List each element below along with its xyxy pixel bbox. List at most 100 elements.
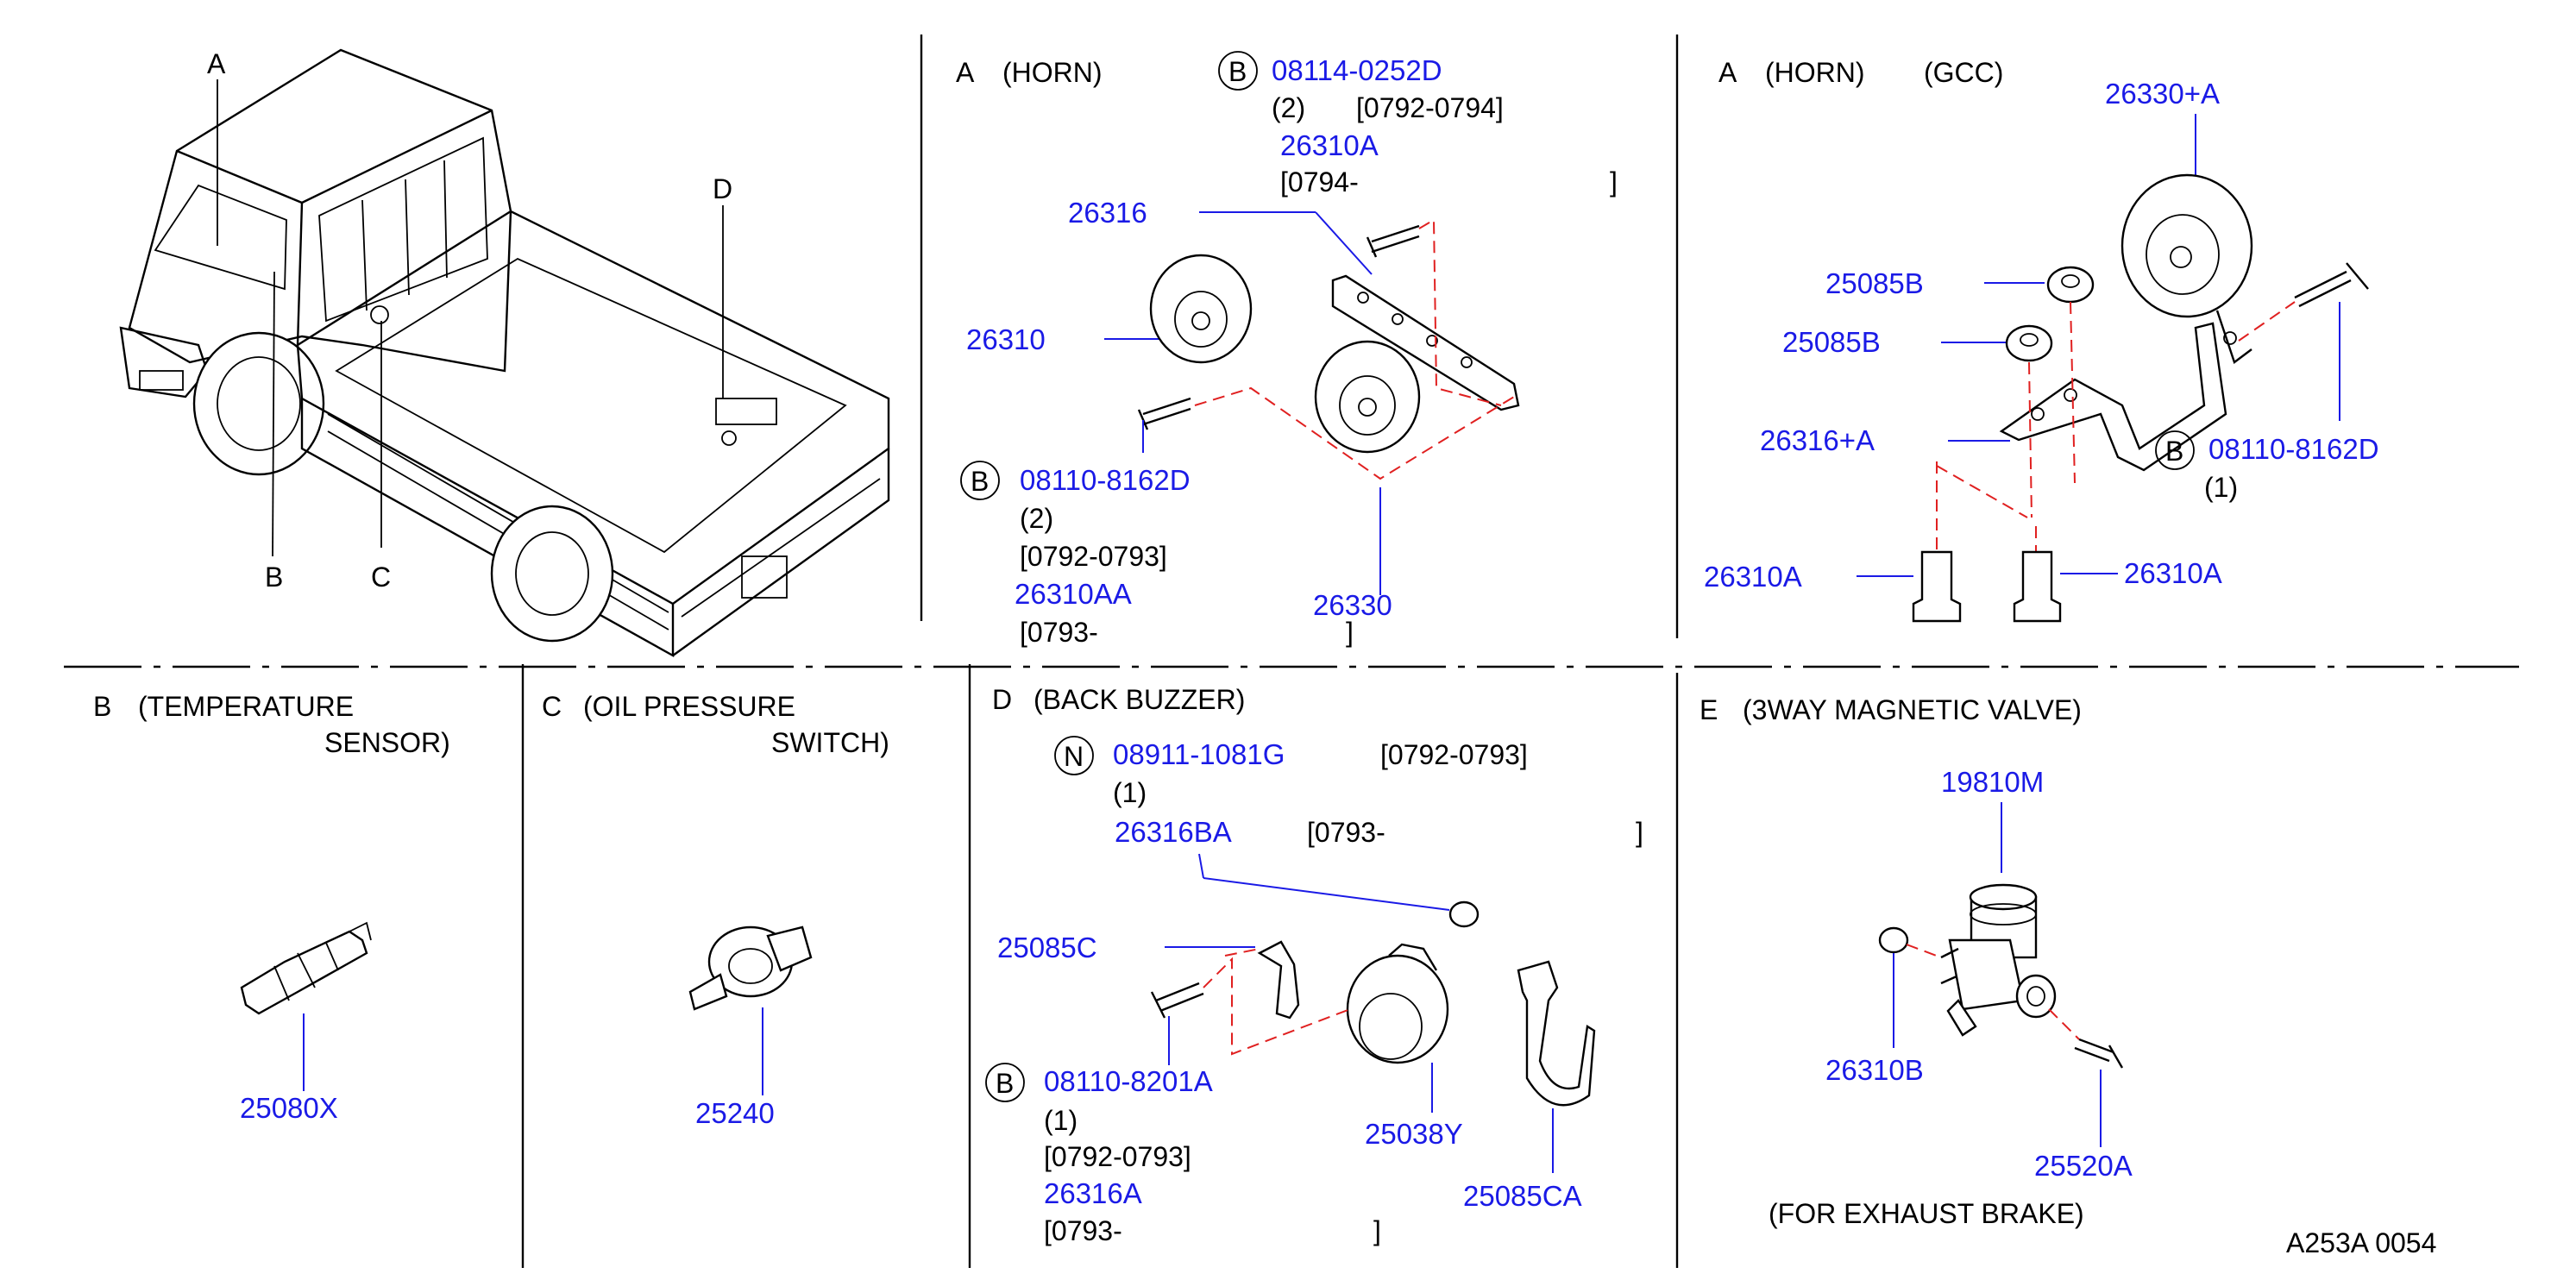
panel-oil-switch: C (OIL PRESSURE SWITCH) 25240 (542, 691, 889, 1129)
callout-B: B (265, 562, 283, 593)
panel-back-buzzer: D (BACK BUZZER) N 08911-1081G [0792-0793… (985, 684, 1643, 1246)
callout-D: D (713, 173, 732, 204)
temp-sensor-drawing (240, 930, 368, 1015)
gcc-b-qty: (1) (2204, 472, 2238, 503)
horn-title-letter: A (956, 57, 975, 88)
horn-bolt-left (1137, 397, 1191, 430)
buzzer-26316BA-close: ] (1636, 817, 1643, 848)
horn-b2-qty: (2) (1020, 503, 1053, 534)
gcc-bolt (2294, 262, 2369, 308)
oil-title-letter: C (542, 691, 562, 722)
buzzer-n-qty: (1) (1113, 777, 1147, 808)
buzzer-title-letter: D (992, 684, 1012, 715)
gcc-part-25085B-2: 25085B (1782, 326, 1881, 358)
horn-26310AA-range: [0793- (1020, 617, 1098, 648)
horn-part-26316: 26316 (1068, 197, 1147, 229)
buzzer-part-26316A: 26316A (1044, 1177, 1142, 1209)
truck-overview-drawing (119, 48, 890, 658)
buzzer-b-code: 08110-8201A (1044, 1065, 1213, 1097)
buzzer-26316A-range: [0793- (1044, 1215, 1122, 1246)
buzzer-part-25085CA: 25085CA (1463, 1180, 1582, 1212)
buzzer-26316BA-range: [0793- (1307, 817, 1385, 848)
valve-part-26310B: 26310B (1825, 1054, 1924, 1086)
buzzer-n-range: [0792-0793] (1380, 739, 1528, 770)
gcc-bottom-bolt-left (1912, 550, 1962, 623)
gcc-nut-2 (2005, 324, 2053, 362)
horn-26310AA-close: ] (1346, 617, 1354, 648)
horn-part-26310A: 26310A (1280, 129, 1379, 161)
buzzer-bolt (1150, 982, 1204, 1019)
horn-b1-symbol-circle (1218, 51, 1258, 91)
valve-bolt (2074, 1038, 2124, 1069)
valve-part-25520A: 25520A (2034, 1150, 2133, 1182)
oil-title-line1: (OIL PRESSURE (583, 691, 795, 722)
buzzer-b-qty: (1) (1044, 1105, 1078, 1136)
valve-note: (FOR EXHAUST BRAKE) (1769, 1198, 2084, 1229)
buzzer-n-symbol-circle (1054, 736, 1094, 775)
callout-C: C (371, 562, 391, 593)
gcc-nut-1 (2046, 266, 2095, 304)
horn-part-26330: 26330 (1313, 589, 1392, 621)
valve-part-19810M: 19810M (1941, 766, 2044, 798)
horn-part-26310AA: 26310AA (1015, 578, 1132, 610)
gcc-b-symbol-circle (2155, 430, 2195, 470)
valve-title-letter: E (1700, 694, 1718, 725)
horn-b1-qty: (2) (1272, 92, 1305, 123)
panel-temp-sensor: B (TEMPERATURE SENSOR) 25080X (93, 691, 450, 1124)
panel-horn: A (HORN) B 08114-0252D (2) [0792-0794] 2… (956, 51, 1618, 648)
horn-left (1149, 254, 1253, 364)
temp-part-25080X: 25080X (240, 1092, 338, 1124)
buzzer-n-code: 08911-1081G (1113, 738, 1285, 770)
horn-b1-code: 08114-0252D (1272, 54, 1442, 86)
oil-title-line2: SWITCH) (771, 727, 889, 758)
horn-b2-symbol: B (971, 466, 989, 497)
horn-b2-code: 08110-8162D (1020, 464, 1191, 496)
horn-right (1314, 340, 1421, 454)
buzzer-b-symbol: B (996, 1068, 1014, 1099)
valve-title: (3WAY MAGNETIC VALVE) (1743, 694, 2082, 725)
horn-bracket (1331, 274, 1520, 411)
temp-title-letter: B (93, 691, 111, 722)
gcc-subtitle: (GCC) (1924, 57, 2003, 88)
horn-26310A-range: [0794- (1280, 166, 1359, 198)
buzzer-part-26316BA: 26316BA (1115, 816, 1232, 848)
buzzer-nut (1448, 900, 1480, 928)
gcc-part-26330A: 26330+A (2105, 78, 2220, 110)
buzzer-title: (BACK BUZZER) (1034, 684, 1245, 715)
valve-nut (1878, 926, 1909, 954)
gcc-title-letter: A (1718, 57, 1737, 88)
panel-horn-gcc: A (HORN) (GCC) 26330+A 25085B 25085B 263… (1704, 57, 2379, 623)
buzzer-bracket (1257, 940, 1300, 1020)
buzzer-part-25085C: 25085C (997, 932, 1097, 963)
horn-26310A-close: ] (1610, 166, 1618, 198)
gcc-part-26310A-left: 26310A (1704, 561, 1802, 593)
gcc-part-25085B-1: 25085B (1825, 267, 1924, 299)
buzzer-b-symbol-circle (985, 1063, 1025, 1102)
gcc-horn (2120, 173, 2253, 318)
gcc-bracket (1999, 322, 2227, 472)
diagram-code: A253A 0054 (2286, 1227, 2436, 1258)
buzzer-body (1346, 954, 1449, 1064)
gcc-b-code: 08110-8162D (2208, 433, 2379, 465)
buzzer-b-range: [0792-0793] (1044, 1141, 1191, 1172)
panel-magnetic-valve: E (3WAY MAGNETIC VALVE) 19810M 26310B 25… (1700, 694, 2133, 1229)
gcc-title: (HORN) (1765, 57, 1865, 88)
buzzer-part-25038Y: 25038Y (1365, 1118, 1463, 1150)
temp-title-line2: SENSOR) (324, 727, 450, 758)
gcc-bottom-bolt-right (2013, 550, 2062, 623)
buzzer-26316A-close: ] (1373, 1215, 1381, 1246)
oil-part-25240: 25240 (695, 1097, 775, 1129)
buzzer-cable-tie (1517, 960, 1596, 1107)
temp-title-line1: (TEMPERATURE (138, 691, 354, 722)
horn-b1-symbol: B (1228, 56, 1247, 87)
gcc-part-26316A: 26316+A (1760, 424, 1875, 456)
horn-b1-range: [0792-0794] (1356, 92, 1504, 123)
panel-separators (64, 35, 2519, 1268)
buzzer-n-symbol: N (1064, 741, 1084, 772)
callout-A: A (207, 48, 226, 79)
horn-b2-range: [0792-0793] (1020, 541, 1167, 572)
gcc-part-26310A-right: 26310A (2124, 557, 2222, 589)
horn-b2-symbol-circle (960, 461, 1000, 500)
horn-part-26310: 26310 (966, 323, 1046, 355)
